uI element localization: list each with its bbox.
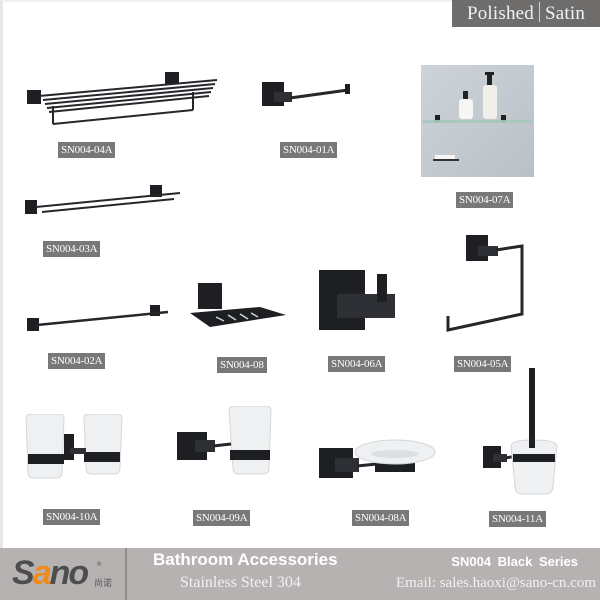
toilet-brush-holder-image [483, 368, 558, 495]
logo-letter-s: S [12, 554, 35, 592]
finish-badge: Polished Satin [452, 0, 600, 27]
toilet-paper-holder-image [262, 82, 350, 106]
registered-mark: ® [96, 561, 102, 568]
product-code-label: SN004-04A [58, 142, 116, 158]
towel-shelf-rack-image [27, 72, 218, 125]
product-code-label: SN004-01A [280, 142, 338, 158]
product-code-label: SN004-08 [217, 357, 267, 373]
product-code-label: SN004-03A [43, 241, 101, 257]
logo-letter-a: a [32, 554, 52, 592]
footer-title: Bathroom Accessories [153, 550, 338, 569]
glass-soap-dish-image [319, 439, 436, 478]
soap-dish-basket-image [190, 283, 286, 327]
finish-satin: Satin [545, 3, 586, 24]
sano-logo: Sano ® 尚诺 [0, 548, 125, 600]
product-code-label: SN004-07A [456, 192, 514, 208]
single-tumbler-holder-image [177, 406, 272, 475]
product-code-label: SN004-11A [489, 511, 546, 527]
product-code-label: SN004-10A [43, 509, 101, 525]
footer-subtitle: Stainless Steel 304 [180, 574, 301, 591]
footer-banner: Sano ® 尚诺 Bathroom Accessories Stainless… [0, 548, 600, 600]
product-code-label: SN004-08A [352, 510, 410, 526]
footer-email: Email: sales.haoxi@sano-cn.com [395, 575, 596, 591]
robe-hook-image [319, 270, 395, 330]
finish-polished: Polished [466, 3, 534, 24]
product-code-label: SN004-09A [193, 510, 251, 526]
product-code-label: SN004-02A [48, 353, 106, 369]
double-towel-bar-image [25, 185, 181, 214]
footer-divider [125, 548, 127, 600]
product-code-label: SN004-05A [454, 356, 512, 372]
logo-letters-no: no [49, 554, 90, 592]
glass-shelf-image [421, 65, 534, 177]
footer-series: SN004 Black Series [451, 554, 578, 569]
product-code-label: SN004-06A [328, 356, 386, 372]
double-tumbler-holder-image [25, 414, 123, 479]
finish-separator [539, 2, 540, 22]
towel-ring-image [446, 235, 524, 332]
single-towel-bar-image [27, 305, 169, 331]
logo-chinese-name: 尚诺 [94, 579, 113, 589]
